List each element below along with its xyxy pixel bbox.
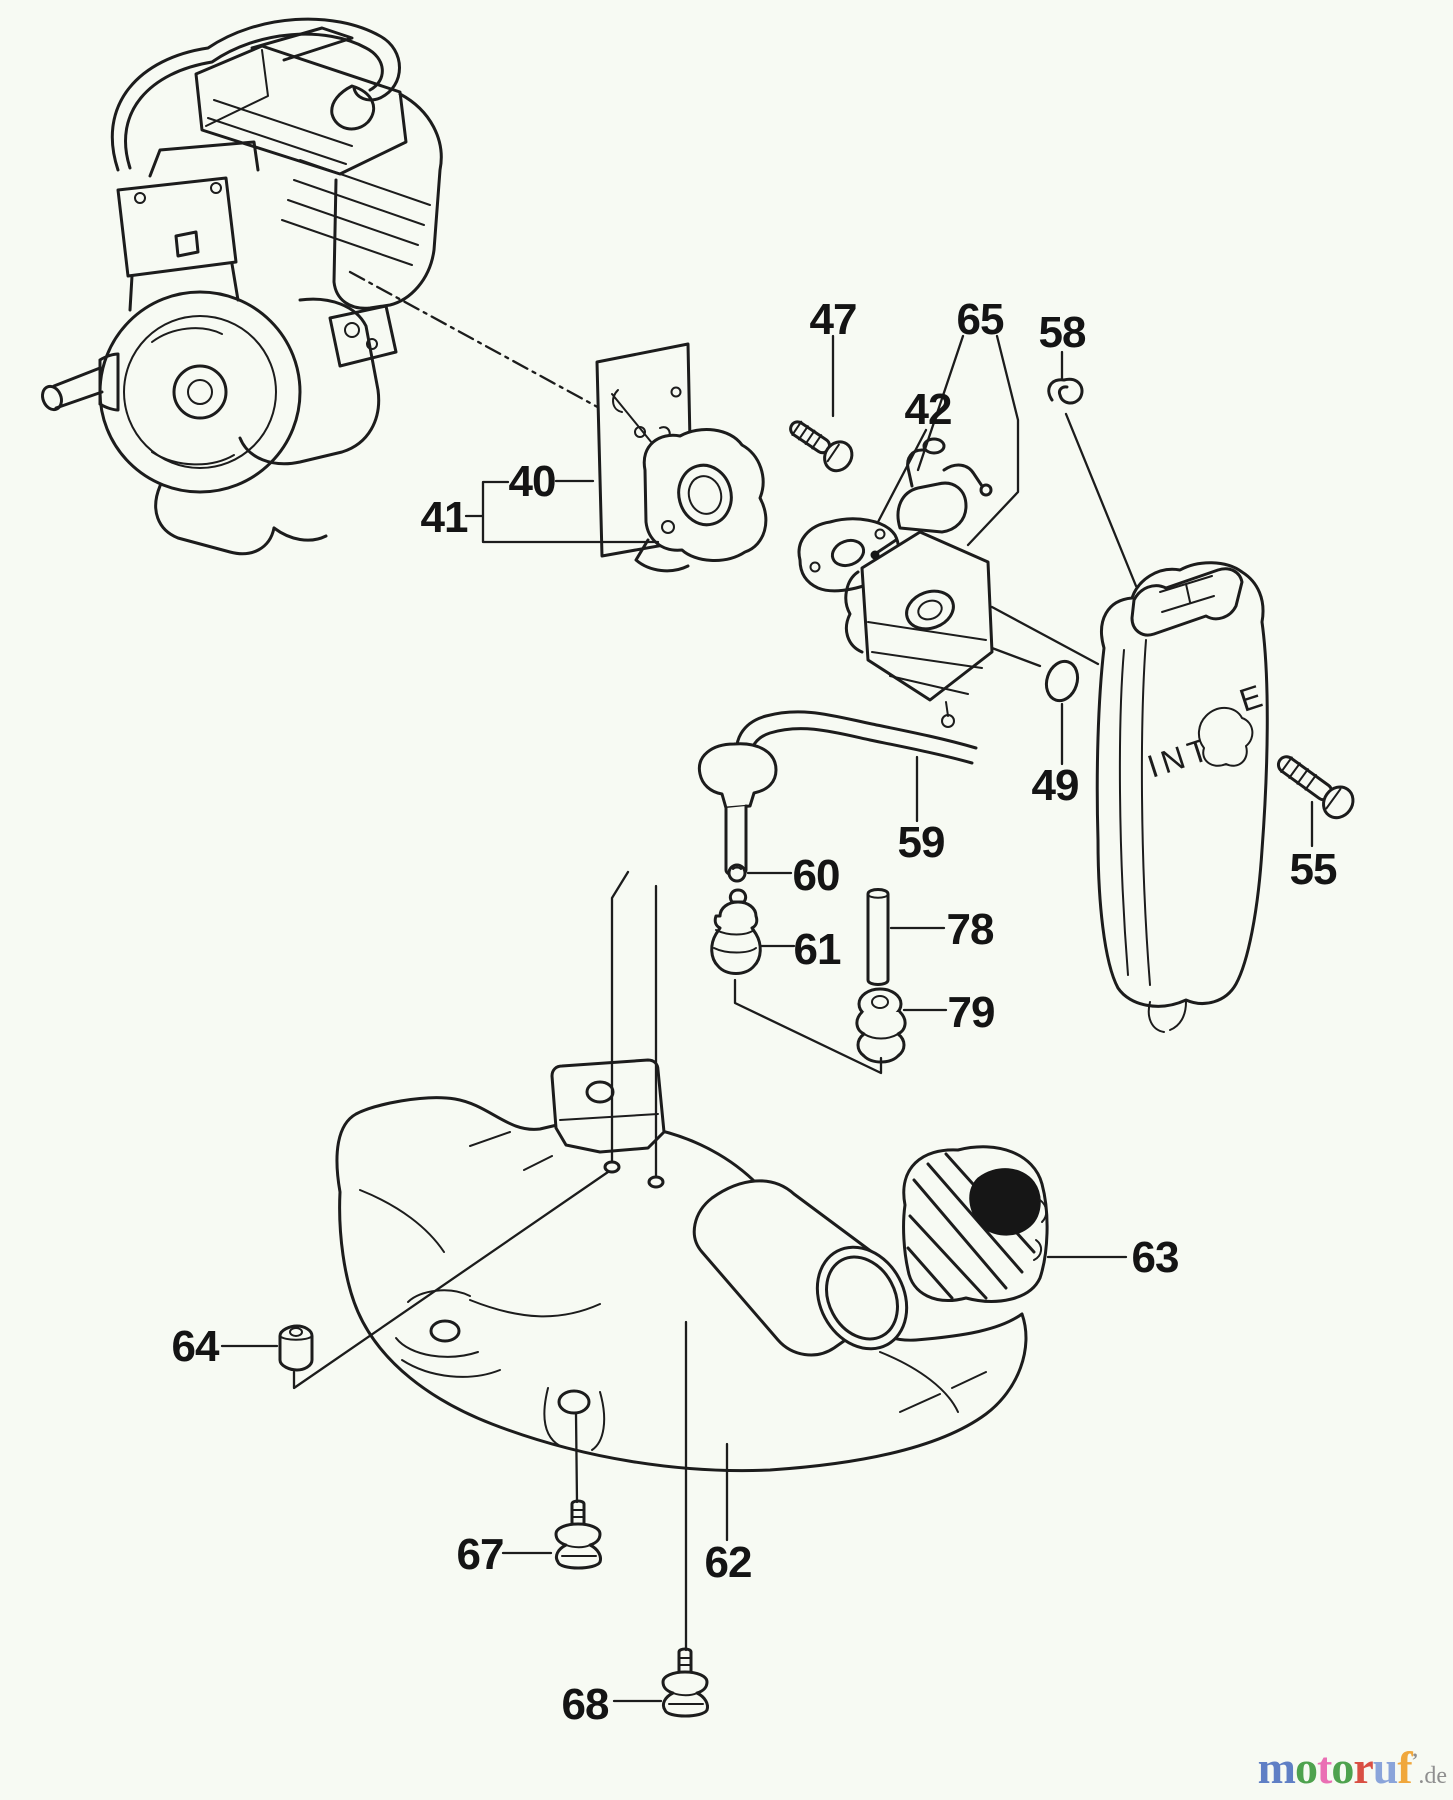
fuel-filter-61-drawing <box>710 888 762 975</box>
mount-67-drawing <box>554 1499 602 1570</box>
callout-47: 47 <box>810 295 857 344</box>
callout-65: 65 <box>957 295 1004 344</box>
clip-58-drawing <box>1047 377 1084 405</box>
engine-leader-line <box>348 270 638 430</box>
callout-62: 62 <box>705 1538 752 1587</box>
air-filter-element-63-drawing <box>902 1145 1049 1303</box>
callout-68: 68 <box>562 1680 609 1729</box>
screw-55-drawing <box>1276 755 1355 820</box>
callout-59: 59 <box>898 818 945 867</box>
callout-58: 58 <box>1039 308 1086 357</box>
carburetor-drawing <box>844 437 994 728</box>
callout-55: 55 <box>1290 845 1337 894</box>
logo-letter: u <box>1372 1742 1399 1793</box>
callout-42: 42 <box>905 385 952 434</box>
callout-67: 67 <box>457 1530 504 1579</box>
leader-lines <box>220 334 1314 1703</box>
callout-78: 78 <box>947 905 994 954</box>
logo-letter: m <box>1257 1742 1296 1793</box>
mount-68-drawing <box>661 1647 709 1718</box>
callout-63: 63 <box>1132 1233 1179 1282</box>
pipe-78-drawing <box>866 888 890 986</box>
fuel-tank-62-drawing <box>335 1058 1028 1473</box>
logo-letter: o <box>1295 1742 1318 1793</box>
callout-60: 60 <box>793 851 840 900</box>
engine-assembly-drawing <box>41 17 443 556</box>
callout-79: 79 <box>948 988 995 1037</box>
grommet-79-drawing <box>855 987 907 1064</box>
bushing-64-drawing <box>278 1324 314 1372</box>
screw-47-drawing <box>789 420 854 473</box>
air-cleaner-cover-drawing: INT E <box>1095 561 1271 1033</box>
intake-flange-drawing <box>634 428 768 573</box>
callout-49: 49 <box>1032 761 1079 810</box>
ball-60-drawing <box>727 863 747 883</box>
logo-tick: ’ <box>1411 1749 1419 1772</box>
callout-41: 41 <box>421 493 468 542</box>
callout-61: 61 <box>794 925 841 974</box>
callout-40: 40 <box>509 457 556 506</box>
intake-cutout-hole <box>1198 707 1254 767</box>
fuel-pipe-59-drawing <box>697 710 978 877</box>
callout-64: 64 <box>172 1322 220 1371</box>
logo-letter: f <box>1397 1742 1412 1793</box>
motoruf-logo[interactable]: motoruf’.de <box>1258 1741 1447 1794</box>
o-ring-49-drawing <box>1044 659 1080 703</box>
callout-labels: 47 65 58 42 40 41 49 59 60 61 78 79 55 6… <box>172 295 1338 1729</box>
logo-letter: o <box>1331 1742 1354 1793</box>
logo-letter: r <box>1353 1742 1373 1793</box>
logo-letter: t <box>1317 1742 1332 1793</box>
logo-suffix: .de <box>1418 1763 1447 1789</box>
